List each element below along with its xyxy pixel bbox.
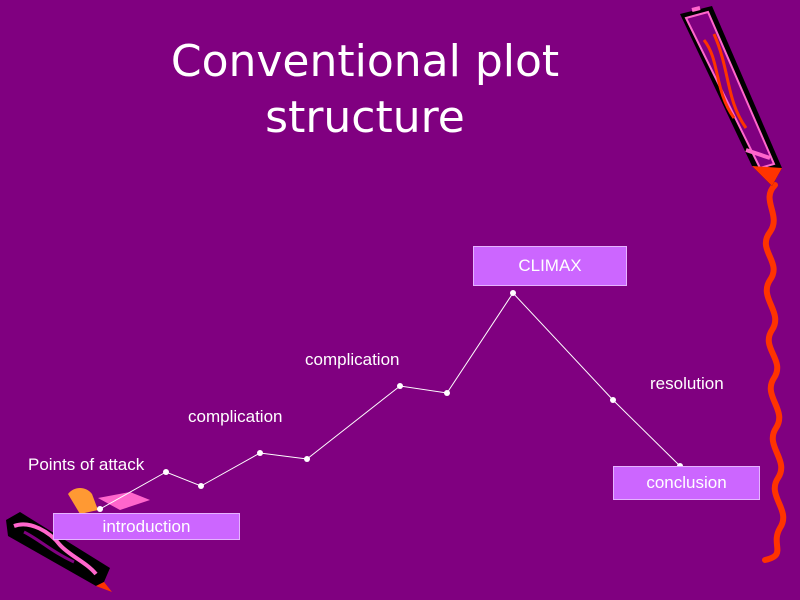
complication-label-1: complication: [188, 407, 283, 426]
plot-points: [97, 290, 683, 512]
introduction-box: introduction: [53, 513, 240, 540]
plot-point: [510, 290, 516, 296]
plot-point: [304, 456, 310, 462]
complication-label-2: complication: [305, 350, 400, 369]
climax-box: CLIMAX: [473, 246, 627, 286]
red-squiggle-decoration: [762, 182, 787, 563]
crayon-bottom-left-decoration: [6, 488, 150, 592]
plot-line: [99, 292, 681, 510]
crayon-top-right-decoration: [680, 6, 782, 186]
plot-point: [163, 469, 169, 475]
slide-title-line-1: Conventional plot: [170, 36, 560, 87]
points-of-attack-label: Points of attack: [28, 455, 145, 474]
plot-point: [257, 450, 263, 456]
plot-point: [610, 397, 616, 403]
slide-title-line-2: structure: [265, 92, 465, 143]
conclusion-box: conclusion: [613, 466, 760, 500]
plot-point: [97, 506, 103, 512]
plot-point: [198, 483, 204, 489]
resolution-label: resolution: [650, 374, 724, 393]
plot-point: [397, 383, 403, 389]
slide-title: Conventional plot structure: [130, 34, 600, 146]
plot-point: [444, 390, 450, 396]
